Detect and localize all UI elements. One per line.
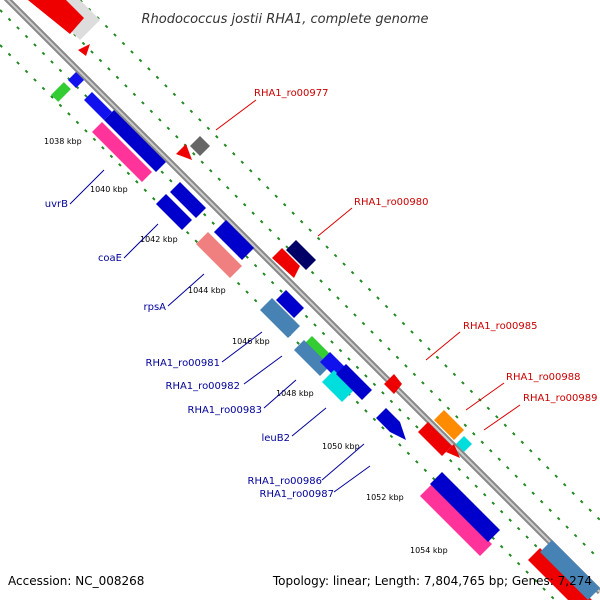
label-RHA1_ro00981[interactable]: RHA1_ro00981 — [146, 358, 221, 369]
gene-uvrB[interactable] — [92, 122, 152, 182]
kbp-tick: 1044 kbp — [188, 286, 226, 295]
map-title: Rhodococcus jostii RHA1, complete genome — [142, 12, 429, 27]
label-RHA1_ro00988[interactable]: RHA1_ro00988 — [506, 372, 581, 383]
gene-leuB2[interactable] — [322, 370, 354, 402]
label-RHA1_ro00989[interactable]: RHA1_ro00989 — [523, 393, 598, 404]
label-uvrB[interactable]: uvrB — [45, 199, 68, 210]
forward-genes — [18, 0, 600, 600]
leader-line — [243, 355, 283, 385]
kbp-tick: 1054 kbp — [410, 546, 448, 555]
gene-arrow[interactable] — [18, 0, 84, 34]
gene-arrow[interactable] — [214, 220, 254, 260]
gene-RHA1_ro00989[interactable] — [456, 436, 472, 452]
reverse-labels — [69, 169, 371, 493]
gene-RHA1_ro00980[interactable] — [286, 240, 316, 270]
gene-arrow[interactable] — [336, 364, 372, 400]
leader-line — [263, 379, 297, 409]
reverse-outer-genes — [51, 72, 500, 556]
leader-line — [483, 404, 521, 431]
gene-RHA1_ro00986[interactable] — [376, 408, 406, 440]
label-RHA1_ro00982[interactable]: RHA1_ro00982 — [166, 381, 241, 392]
leader-line — [215, 99, 257, 131]
label-RHA1_ro00983[interactable]: RHA1_ro00983 — [188, 405, 263, 416]
label-coaE[interactable]: coaE — [98, 253, 122, 264]
gene-arrow[interactable] — [78, 44, 90, 56]
leader-line — [123, 223, 159, 259]
label-RHA1_ro00987[interactable]: RHA1_ro00987 — [260, 489, 335, 500]
kbp-tick: 1042 kbp — [140, 235, 178, 244]
leader-line — [167, 273, 205, 307]
gene-rpsA[interactable] — [196, 232, 242, 278]
gene-arrow[interactable] — [276, 290, 304, 318]
accession-text: Accession: NC_008268 — [8, 574, 144, 588]
gene-arrow[interactable] — [51, 82, 71, 102]
gene-RHA1_ro00988[interactable] — [434, 410, 464, 440]
gene-arrow[interactable] — [84, 92, 112, 120]
leader-line — [333, 465, 371, 493]
gene-arrow[interactable] — [418, 422, 452, 456]
kbp-tick: 1050 kbp — [322, 442, 360, 451]
kbp-tick: 1046 kbp — [232, 337, 270, 346]
label-RHA1_ro00980[interactable]: RHA1_ro00980 — [354, 197, 429, 208]
gene-arrow[interactable] — [420, 484, 492, 556]
kbp-tick: 1052 kbp — [366, 493, 404, 502]
label-RHA1_ro00985[interactable]: RHA1_ro00985 — [463, 321, 538, 332]
kbp-tick: 1040 kbp — [90, 185, 128, 194]
track-guide-forward-outer — [79, 0, 600, 521]
gene-RHA1_ro00977[interactable] — [190, 136, 210, 156]
gene-arrow[interactable] — [176, 144, 192, 160]
gene-arrow[interactable] — [104, 110, 166, 172]
leader-line — [465, 382, 505, 411]
forward-labels — [215, 99, 521, 431]
leader-line — [425, 331, 461, 361]
gene-arrow[interactable] — [68, 72, 84, 88]
leader-line — [291, 407, 327, 437]
label-leuB2[interactable]: leuB2 — [262, 433, 291, 444]
kbp-ticks: 1038 kbp 1040 kbp 1042 kbp 1044 kbp 1046… — [44, 137, 448, 555]
kbp-tick: 1038 kbp — [44, 137, 82, 146]
topology-text: Topology: linear; Length: 7,804,765 bp; … — [272, 574, 592, 588]
leader-line — [69, 169, 105, 205]
label-RHA1_ro00986[interactable]: RHA1_ro00986 — [248, 476, 323, 487]
gene-RHA1_ro00981[interactable] — [260, 298, 300, 338]
label-rpsA[interactable]: rpsA — [143, 302, 166, 313]
leader-line — [321, 443, 365, 481]
kbp-tick: 1048 kbp — [276, 389, 314, 398]
gene-arrow[interactable] — [272, 248, 300, 278]
gene-arrow[interactable] — [540, 540, 600, 600]
leader-line — [221, 331, 263, 363]
label-RHA1_ro00977[interactable]: RHA1_ro00977 — [254, 88, 329, 99]
gene-RHA1_ro00985[interactable] — [384, 374, 402, 394]
gene-coaE[interactable] — [170, 182, 206, 218]
gene-RHA1_ro00983[interactable] — [294, 340, 330, 376]
leader-line — [317, 207, 353, 237]
gene-arrow[interactable] — [446, 444, 460, 458]
gene-arrow[interactable] — [430, 472, 500, 542]
gene-arrow[interactable] — [156, 194, 192, 230]
